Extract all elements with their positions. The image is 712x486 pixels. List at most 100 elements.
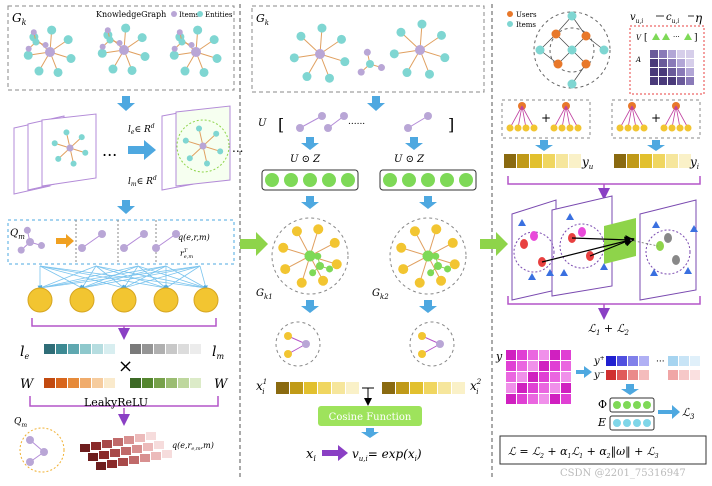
graph-node (389, 49, 399, 59)
bracket: [ (644, 33, 648, 43)
a-label: A (635, 56, 641, 64)
heat-cell (99, 451, 109, 459)
item-triangle (684, 267, 692, 274)
legend-items-p3: Items (516, 21, 536, 29)
graph-edge (509, 105, 523, 129)
graph-node (180, 66, 190, 76)
u-dots: ...... (348, 117, 365, 127)
graph-edge (81, 233, 103, 249)
matrix-cell (517, 383, 527, 393)
gk2-circle (389, 217, 467, 295)
cosine-box (318, 406, 422, 426)
graph-node (336, 34, 346, 44)
graph-edge (521, 105, 527, 129)
sub1-circle (275, 321, 321, 367)
item-node (574, 124, 582, 132)
ui-outer-circle (533, 11, 611, 89)
matrix-cell (517, 350, 527, 360)
w-cell (56, 378, 67, 388)
x1-cell (346, 382, 359, 394)
yi-cell (666, 154, 678, 168)
phi-cell (613, 401, 621, 409)
final-eq: ℒ = ℒ2 + α1ℒ1 + α2‖ω‖ + ℒ3 (508, 445, 659, 460)
qm-graphs (17, 226, 180, 254)
graph-node (98, 230, 106, 238)
w-cell (80, 378, 91, 388)
graph-node (152, 244, 160, 252)
yu-cell (504, 154, 516, 168)
matrix-cell (506, 383, 516, 393)
graph-node (169, 50, 179, 60)
l-m-label: lm (212, 344, 224, 361)
graph-node (140, 230, 148, 238)
graph-node (199, 67, 209, 77)
fan-line (37, 265, 97, 290)
w-cell (190, 378, 201, 388)
w-cell (130, 378, 141, 388)
graph-node (121, 23, 131, 33)
graph-node (296, 31, 306, 41)
times-sign: × (118, 356, 133, 377)
graph-node (120, 244, 128, 252)
x2-cell (424, 382, 437, 394)
yi-label: yi (689, 155, 699, 171)
x2-cell (452, 382, 465, 394)
x2-cell (382, 382, 395, 394)
y-minus: y− (593, 369, 605, 381)
pos-cell (628, 356, 638, 366)
graph-node (318, 112, 326, 120)
loss3: ℒ3 (682, 406, 695, 421)
matrix-cell (677, 50, 685, 58)
green-vec-left-box (261, 169, 359, 191)
vector-cell (402, 173, 416, 187)
w-cell (142, 378, 153, 388)
graph-node (331, 259, 342, 270)
graph-node (55, 155, 62, 162)
yu-label: yu (581, 155, 594, 171)
graph-node (104, 27, 111, 34)
matrix-cell (668, 77, 676, 85)
graph-node (99, 43, 106, 50)
heat-cell (124, 436, 134, 444)
vector-cell (341, 173, 355, 187)
item-triangle (518, 219, 526, 226)
graph-node (309, 269, 317, 277)
u-bracket-open: [ (278, 115, 284, 134)
le-cell (56, 344, 67, 354)
yu-cell (530, 154, 542, 168)
arrow-purple (322, 445, 348, 461)
graph-node (182, 137, 189, 144)
graph-node (418, 332, 426, 340)
matrix-cell (650, 50, 658, 58)
matrix-cell (528, 350, 538, 360)
user-item-embedding-rows (504, 154, 691, 168)
matrix-cell (506, 394, 516, 404)
e-label: E (597, 416, 606, 429)
graph-node (127, 65, 137, 75)
graph-node (440, 53, 450, 63)
pos-cell (606, 356, 616, 366)
neg-cell (606, 370, 616, 380)
x2-cell (410, 382, 423, 394)
e-cell (613, 419, 621, 427)
x2-cell (396, 382, 409, 394)
graph-node (26, 436, 34, 444)
bracket-purple-4 (507, 296, 701, 305)
le-eq: le∈ Rd (128, 123, 155, 136)
graph-node (63, 129, 70, 136)
arrow-down-p2-5 (419, 196, 437, 209)
fan-line (39, 265, 127, 290)
pos-cell (639, 356, 649, 366)
lm-cell (130, 344, 141, 354)
graph-node (302, 340, 310, 348)
matrix-cell (659, 59, 667, 67)
attention-node (27, 287, 53, 313)
graph-node (193, 25, 203, 35)
pos-cell (617, 356, 627, 366)
graph-node (108, 64, 118, 74)
graph-node (449, 259, 460, 270)
attention-heat-stair (80, 432, 172, 470)
projection-arrow (571, 235, 635, 245)
graph-node (51, 140, 58, 147)
plane (511, 199, 557, 301)
